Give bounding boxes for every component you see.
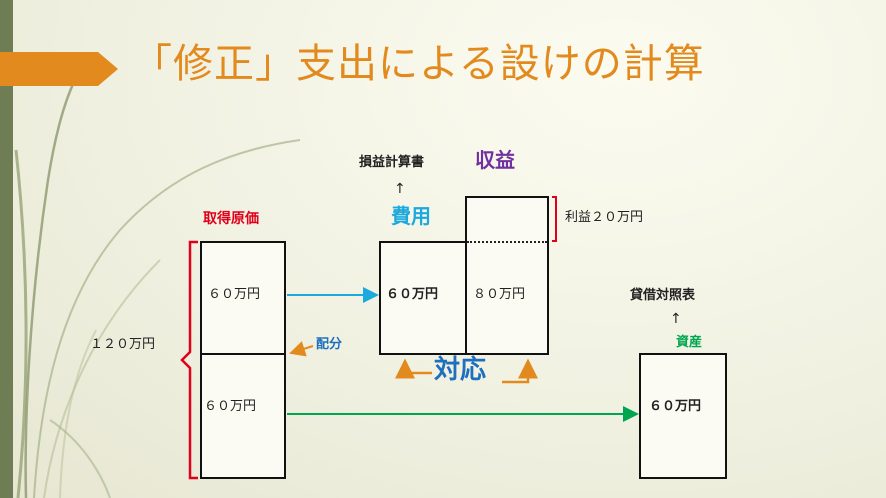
profit-bracket xyxy=(552,196,557,242)
total-cost-label: １２０万円 xyxy=(90,337,156,352)
correspondence-label: 対応 xyxy=(434,355,487,385)
title-arrow-icon xyxy=(0,52,118,86)
balance-sheet-label: 貸借対照表 xyxy=(630,288,696,303)
correspondence-arrow-right xyxy=(502,358,538,384)
allocation-arrow xyxy=(289,341,314,357)
asset-value: ６０万円 xyxy=(649,399,702,414)
revenue-box xyxy=(465,196,549,355)
income-statement-label: 損益計算書 xyxy=(359,155,425,170)
allocation-label: 配分 xyxy=(316,337,343,352)
acquisition-cost-label: 取得原価 xyxy=(203,211,259,227)
sidebar-strip xyxy=(0,0,13,498)
revenue-value: ８０万円 xyxy=(473,287,526,302)
acquisition-bottom-value: ６０万円 xyxy=(204,399,257,414)
revenue-label: 収益 xyxy=(475,148,515,172)
balance-sheet-arrow: ↑ xyxy=(670,311,682,327)
profit-divider xyxy=(467,241,547,243)
acquisition-top-box xyxy=(200,241,286,355)
expense-label: 費用 xyxy=(391,204,431,228)
slide-title: 「修正」支出による設けの計算 xyxy=(132,41,705,87)
correspondence-arrow-left xyxy=(395,358,432,379)
asset-box xyxy=(639,353,727,479)
expense-box xyxy=(379,241,467,355)
acquisition-bottom-box xyxy=(200,353,286,479)
total-bracket xyxy=(180,240,198,480)
expense-value: ６０万円 xyxy=(386,287,439,302)
asset-label: 資産 xyxy=(676,335,703,350)
income-statement-arrow: ↑ xyxy=(394,181,406,197)
acquisition-top-value: ６０万円 xyxy=(208,287,261,302)
profit-label: 利益２０万円 xyxy=(565,210,644,225)
